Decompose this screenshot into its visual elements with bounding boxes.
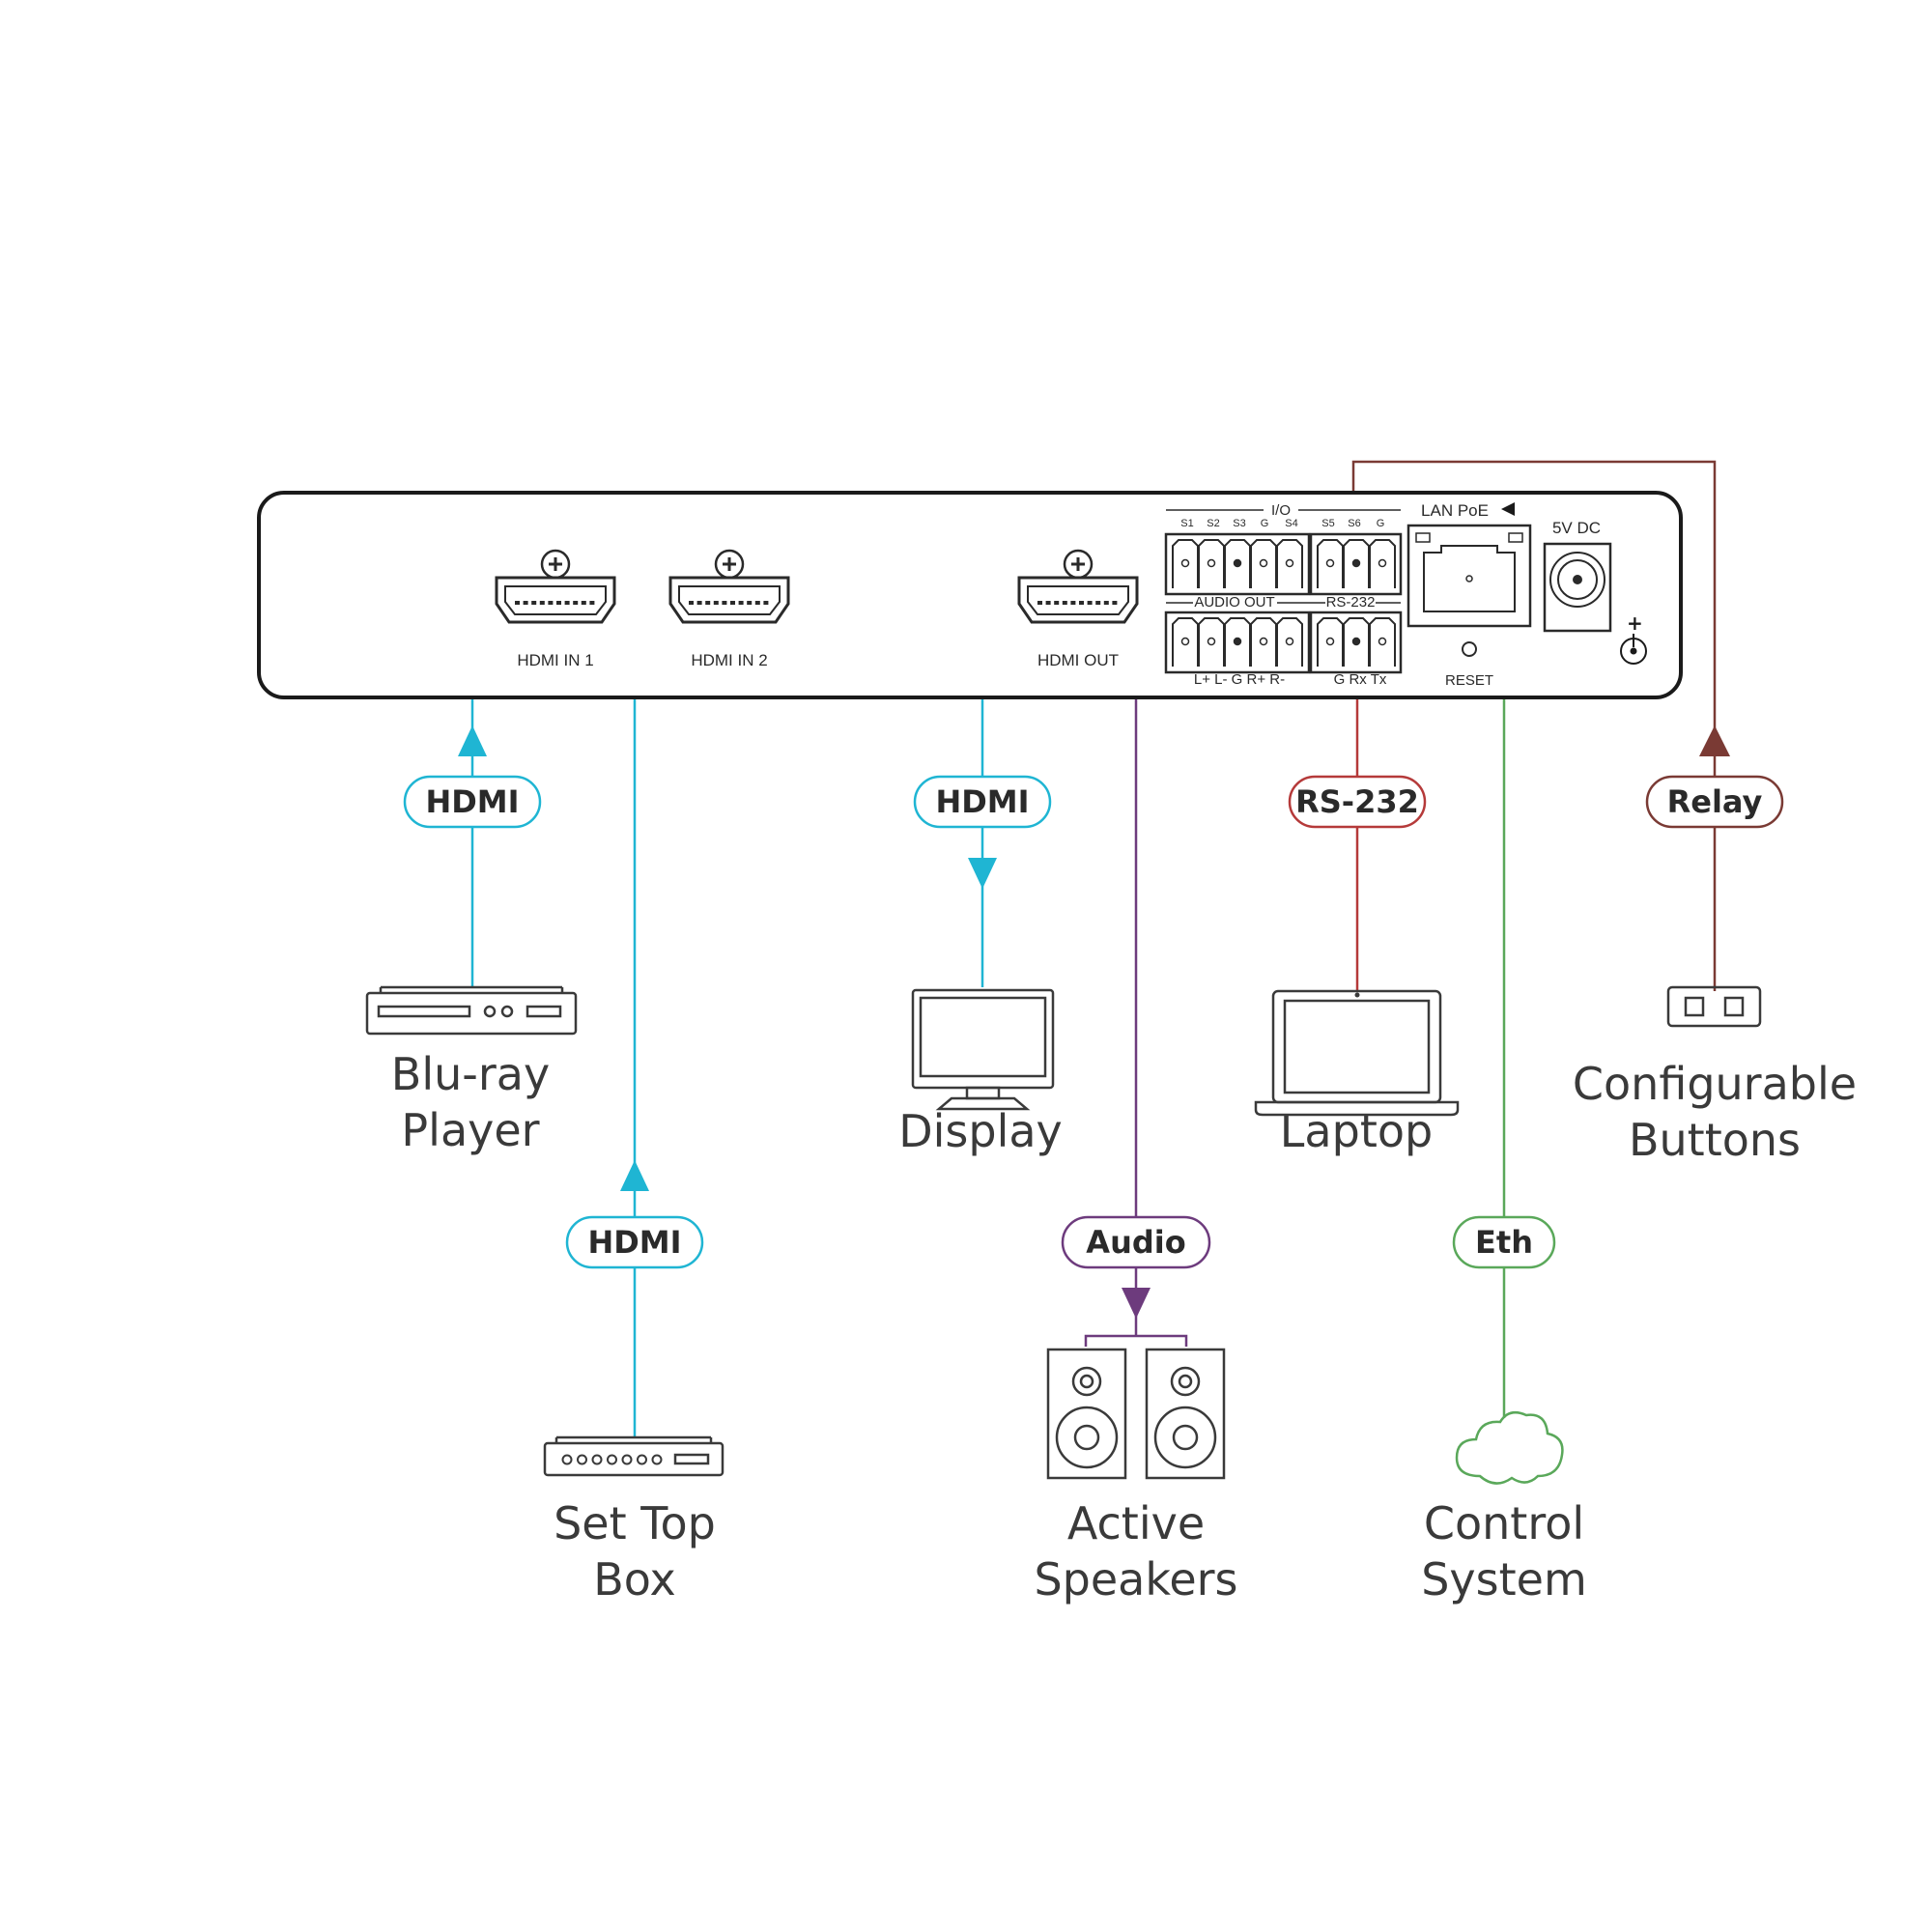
pill-relay: Relay [1645, 775, 1784, 829]
rs232-port-label: RS-232 [1326, 594, 1376, 611]
io-pin-label: S4 [1285, 518, 1297, 529]
device-label-buttons: Configurable [1573, 1058, 1857, 1110]
audio-pin-labels: L+ L- G R+ R- [1194, 671, 1285, 688]
arrow-down-audio [1122, 1288, 1151, 1319]
device-label-control: System [1421, 1553, 1587, 1605]
device-label-speakers: Speakers [1034, 1553, 1237, 1605]
lan-poe-label: LAN PoE [1421, 501, 1489, 520]
lan-arrow-icon [1501, 502, 1515, 516]
audio-rs232-terminal-block: AUDIO OUT RS-232 L+ L- G R+ R- G Rx Tx [1164, 594, 1403, 688]
pill-hdmi-in1: HDMI [403, 775, 542, 829]
device-label-bluray: Blu-ray [391, 1048, 550, 1100]
bluray-player-icon [365, 985, 578, 1036]
laptop-icon [1254, 989, 1460, 1117]
audio-out-label: AUDIO OUT [1194, 594, 1274, 611]
pill-label: HDMI [587, 1224, 681, 1261]
active-speakers-icon [1046, 1348, 1226, 1480]
hdmi-in2-port: HDMI IN 2 [668, 549, 790, 669]
hdmi-in1-label: HDMI IN 1 [517, 651, 593, 669]
pill-hdmi-out: HDMI [913, 775, 1052, 829]
hdmi-out-label: HDMI OUT [1037, 651, 1119, 669]
io-terminal-block: I/O S1 S2 S3 G S4 S5 S6 G [1164, 502, 1403, 596]
pill-hdmi-in2: HDMI [565, 1215, 704, 1269]
reset-label: RESET [1445, 672, 1493, 689]
io-pin-label: G [1261, 518, 1269, 529]
reset-button [1462, 641, 1477, 657]
arrow-up-hdmi-in1 [458, 725, 487, 756]
device-label-settop: Box [593, 1553, 676, 1605]
io-title: I/O [1271, 502, 1291, 519]
pill-eth: Eth [1452, 1215, 1556, 1269]
arrow-down-hdmi-out [968, 858, 997, 889]
hdmi-in2-label: HDMI IN 2 [691, 651, 767, 669]
set-top-box-icon [543, 1435, 724, 1477]
io-pin-label: S3 [1233, 518, 1245, 529]
arrow-up-hdmi-in2 [620, 1160, 649, 1191]
pill-label: HDMI [425, 783, 519, 820]
arrow-up-relay [1699, 725, 1730, 756]
rs232-pin-labels: G Rx Tx [1334, 671, 1387, 688]
device-label-display: Display [898, 1105, 1063, 1157]
dc-plus-label: + [1627, 611, 1643, 635]
io-pin-label: S2 [1207, 518, 1219, 529]
device-label-bluray: Player [401, 1104, 539, 1156]
device-label-settop: Set Top [554, 1497, 716, 1549]
lan-poe-port: LAN PoE [1406, 501, 1532, 628]
device-label-buttons: Buttons [1629, 1114, 1801, 1166]
pill-audio: Audio [1061, 1215, 1211, 1269]
power-jack: 5V DC + [1543, 519, 1647, 665]
pill-label: HDMI [935, 783, 1029, 820]
pill-label: Relay [1667, 783, 1763, 820]
device-rear-panel [257, 491, 1683, 699]
configurable-buttons-icon [1666, 985, 1762, 1028]
io-pin-label: S5 [1321, 518, 1334, 529]
device-label-speakers: Active [1067, 1497, 1205, 1549]
device-label-control: Control [1424, 1497, 1584, 1549]
io-pin-label: S6 [1348, 518, 1360, 529]
hdmi-in1-port: HDMI IN 1 [495, 549, 616, 669]
hdmi-out-port: HDMI OUT [1017, 549, 1139, 669]
pill-label: Audio [1086, 1224, 1185, 1261]
pill-label: Eth [1475, 1224, 1533, 1261]
io-pin-label: G [1377, 518, 1385, 529]
io-pin-label: S1 [1180, 518, 1193, 529]
pill-label: RS-232 [1295, 783, 1419, 820]
dc-label: 5V DC [1552, 519, 1601, 537]
pill-rs232: RS-232 [1288, 775, 1427, 829]
speaker-split-wire [1084, 1334, 1188, 1347]
device-label-laptop: Laptop [1280, 1105, 1433, 1157]
cloud-icon [1455, 1410, 1564, 1485]
cable-hdmi-in2 [633, 594, 671, 1437]
display-icon [911, 988, 1055, 1111]
